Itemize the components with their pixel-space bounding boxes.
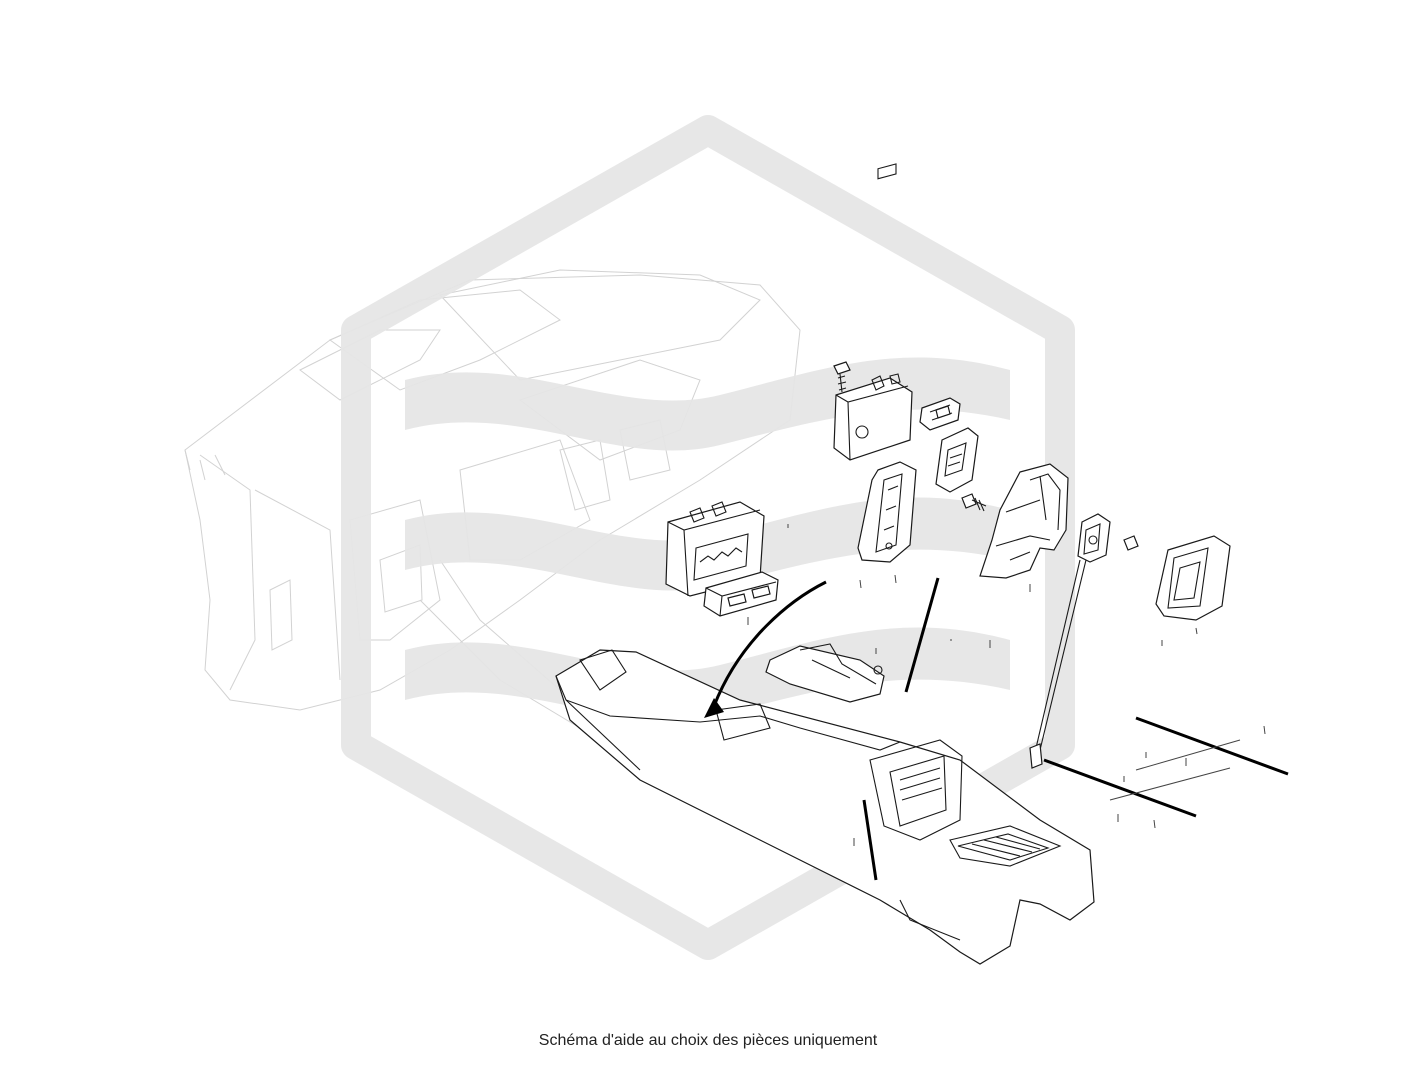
large-bezel — [857, 461, 917, 563]
upper-switch-panel — [833, 163, 913, 461]
diagram-caption: Schéma d'aide au choix des pièces unique… — [538, 1032, 878, 1049]
assembly-arrow — [704, 580, 827, 718]
console-tray — [765, 643, 885, 703]
switch-block — [703, 571, 779, 617]
reference-ticks — [747, 524, 1266, 846]
cup-holder-insert — [1155, 535, 1231, 621]
usb-module — [1029, 513, 1111, 769]
mounting-bracket — [979, 463, 1069, 579]
leader-lines — [862, 577, 1289, 881]
lower-switch-panel — [665, 501, 765, 597]
screw-mid — [961, 493, 987, 512]
clip — [1123, 535, 1139, 551]
center-console — [555, 649, 1095, 965]
screw-top — [833, 361, 851, 393]
small-switch — [919, 397, 961, 431]
switch-housing — [935, 427, 979, 493]
